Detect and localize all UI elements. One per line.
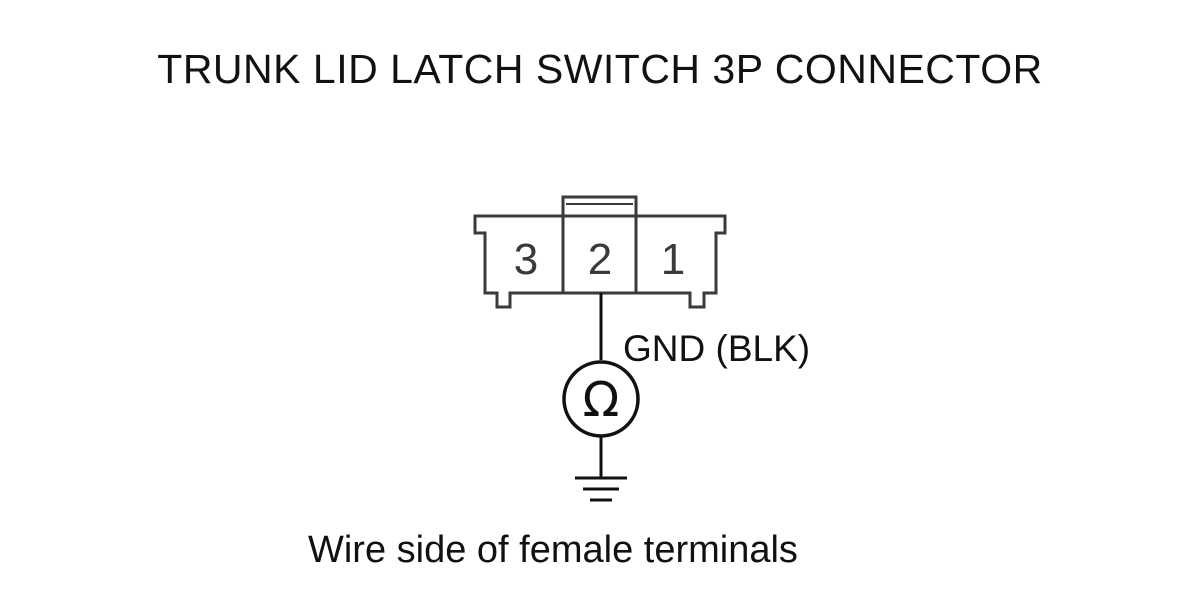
view-caption: Wire side of female terminals: [308, 529, 798, 571]
ohm-symbol: Ω: [583, 372, 620, 428]
diagram-title: TRUNK LID LATCH SWITCH 3P CONNECTOR: [157, 46, 1043, 92]
ground-icon: [575, 476, 627, 502]
terminal-1-label: 1: [661, 235, 685, 284]
ohmmeter-icon: Ω: [562, 360, 640, 438]
connector-housing: [473, 195, 727, 309]
wire-label: GND (BLK): [623, 328, 810, 369]
terminal-2-label: 2: [588, 235, 612, 284]
terminal-numbers: 3 2 1: [514, 235, 685, 284]
terminal-3-label: 3: [514, 235, 538, 284]
